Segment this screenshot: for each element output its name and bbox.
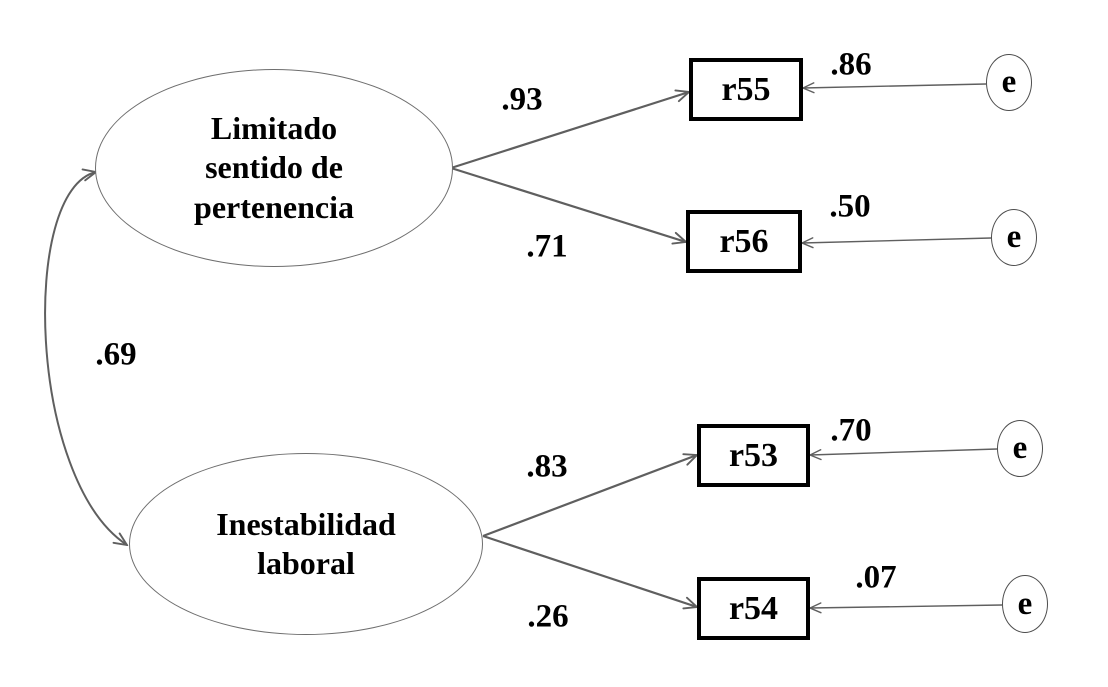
loading-value-r53: .83 [526,448,568,485]
error-circle-e-r53: e [997,420,1043,477]
correlation-value: .69 [95,336,137,373]
loading-arrow-limitado-r55 [450,92,689,170]
observed-box-r55: r55 [689,58,803,121]
error-arrow-e-r55 [803,84,987,88]
observed-label-r53: r53 [728,436,779,474]
observed-box-r53: r53 [697,424,810,487]
observed-label-r55: r55 [721,70,771,108]
latent-ellipse-inestabilidad-laboral: Inestabilidad laboral [129,453,483,635]
correlation-arrow [44,172,127,545]
latent-label-limitado: Limitado sentido de pertenencia [194,110,354,225]
loading-value-r56: .71 [526,228,568,265]
observed-box-r54: r54 [697,577,810,640]
error-value-r53: .70 [830,412,872,449]
error-label: e [1001,64,1017,100]
error-value-r54: .07 [855,559,897,596]
error-arrow-e-r56 [802,238,992,243]
error-arrow-e-r53 [810,448,998,455]
error-value-r55: .86 [830,46,872,83]
latent-label-inestabilidad: Inestabilidad laboral [216,505,396,581]
error-label: e [1006,219,1022,255]
loading-value-r55: .93 [501,81,543,118]
loading-arrow-limitado-r56 [450,166,686,242]
observed-label-r56: r56 [719,222,769,260]
error-value-r56: .50 [829,188,871,225]
observed-label-r54: r54 [728,589,779,627]
loading-value-r54: .26 [527,598,569,635]
observed-box-r56: r56 [686,210,802,273]
error-circle-e-r54: e [1002,575,1048,633]
error-arrow-e-r54 [810,605,1003,608]
error-circle-e-r56: e [991,209,1037,266]
error-label: e [1017,585,1033,622]
loading-arrow-inestabilidad-r54 [482,534,697,607]
error-circle-e-r55: e [986,54,1032,111]
loading-arrow-inestabilidad-r53 [482,455,697,538]
latent-ellipse-limitado-sentido-de-pertenencia: Limitado sentido de pertenencia [95,69,453,267]
error-label: e [1012,430,1028,466]
